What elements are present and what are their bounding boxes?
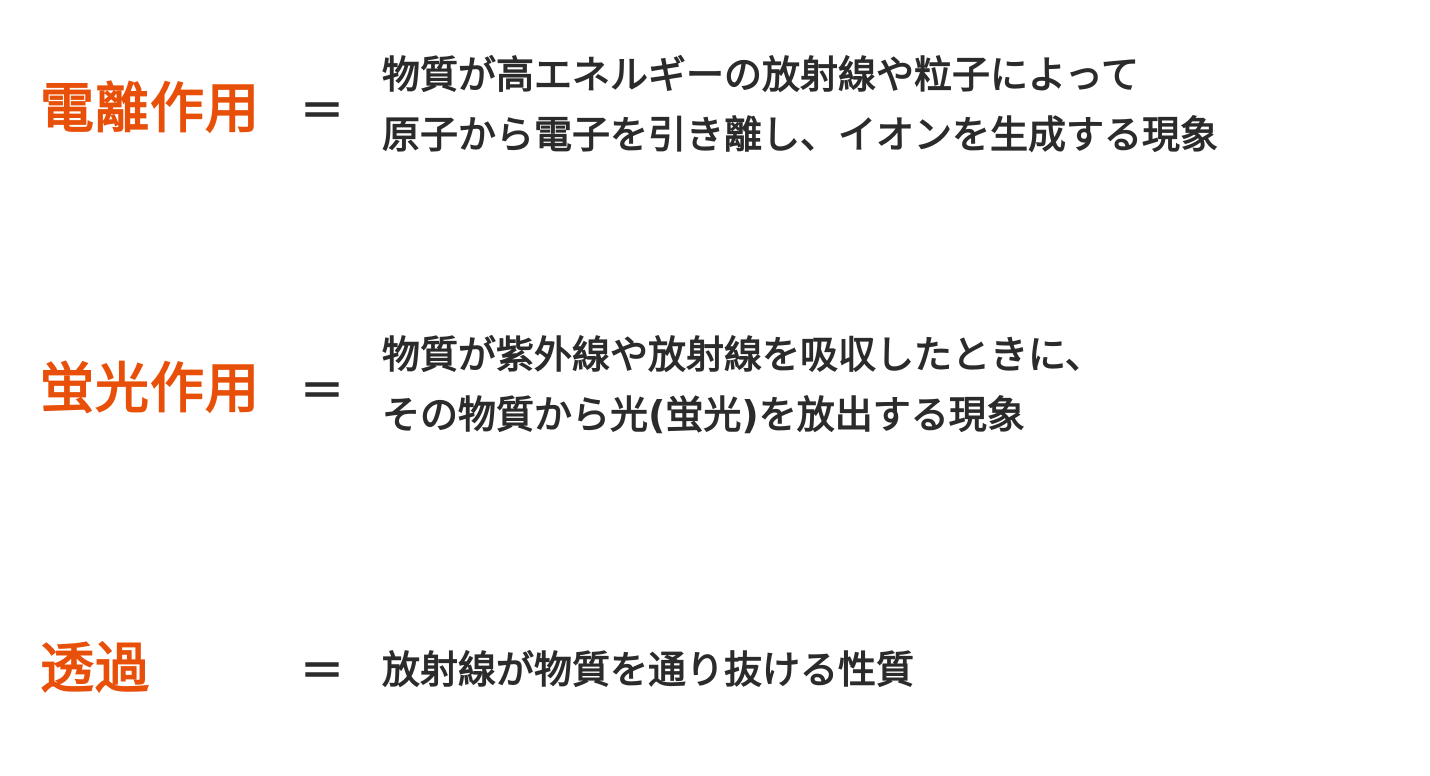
term-label: 電離作用: [40, 77, 260, 140]
definition-line: その物質から光(蛍光)を放出する現象: [382, 393, 1025, 437]
definition-line: 物質が紫外線や放射線を吸収したときに、: [382, 333, 1103, 377]
equals-sign: ＝: [300, 86, 344, 137]
definition-text: 放射線が物質を通り抜ける性質: [382, 640, 1422, 700]
equals-sign: ＝: [300, 366, 344, 417]
term-label: 蛍光作用: [40, 357, 260, 420]
definition-text: 物質が高エネルギーの放射線や粒子によって 原子から電子を引き離し、イオンを生成す…: [382, 45, 1422, 165]
definition-line: 原子から電子を引き離し、イオンを生成する現象: [382, 113, 1219, 157]
definition-line: 放射線が物質を通り抜ける性質: [382, 648, 915, 692]
definition-text: 物質が紫外線や放射線を吸収したときに、 その物質から光(蛍光)を放出する現象: [382, 325, 1422, 445]
definition-line: 物質が高エネルギーの放射線や粒子によって: [382, 53, 1139, 97]
term-label: 透過: [40, 637, 150, 700]
equals-sign: ＝: [300, 646, 344, 697]
